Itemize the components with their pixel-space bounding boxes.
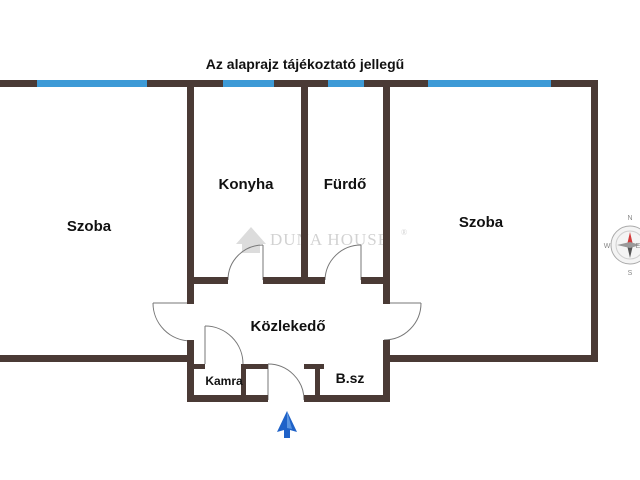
compass-icon: N S W E: [604, 215, 640, 277]
entrance-arrow-icon: [277, 411, 297, 438]
window-konyha: [223, 80, 274, 87]
compass-east: E: [636, 243, 640, 250]
compass-west: W: [604, 243, 611, 250]
watermark-house-icon: [236, 227, 266, 253]
room-kamra: Kamra: [205, 374, 243, 388]
room-szoba-left: Szoba: [67, 218, 112, 235]
door-szoba-left: [152, 302, 192, 342]
window-szoba-left: [37, 80, 147, 87]
door-furdo: [324, 244, 362, 281]
door-konyha: [227, 244, 264, 281]
door-szoba-right: [383, 302, 422, 341]
room-bsz: B.sz: [336, 370, 365, 386]
disclaimer-title: Az alaprajz tájékoztató jellegű: [205, 56, 405, 72]
compass-north: N: [627, 215, 632, 222]
room-kozlekedo: Közlekedő: [250, 318, 325, 335]
window-szoba-right: [428, 80, 551, 87]
compass-south: S: [628, 270, 633, 277]
windows: [37, 80, 551, 87]
doors: [152, 244, 422, 401]
room-szoba-right: Szoba: [459, 214, 504, 231]
watermark-brand: DUNA HOUSE: [270, 230, 389, 249]
walls: [0, 80, 598, 402]
window-furdo: [328, 80, 364, 87]
room-labels: Szoba Konyha Fürdő Szoba Közlekedő Kamra…: [67, 176, 504, 388]
room-konyha: Konyha: [218, 176, 274, 193]
watermark: DUNA HOUSE ®: [236, 227, 408, 253]
door-entrance: [267, 363, 305, 401]
door-kamra: [204, 325, 244, 365]
watermark-registered: ®: [401, 228, 408, 237]
room-furdo: Fürdő: [324, 176, 367, 193]
